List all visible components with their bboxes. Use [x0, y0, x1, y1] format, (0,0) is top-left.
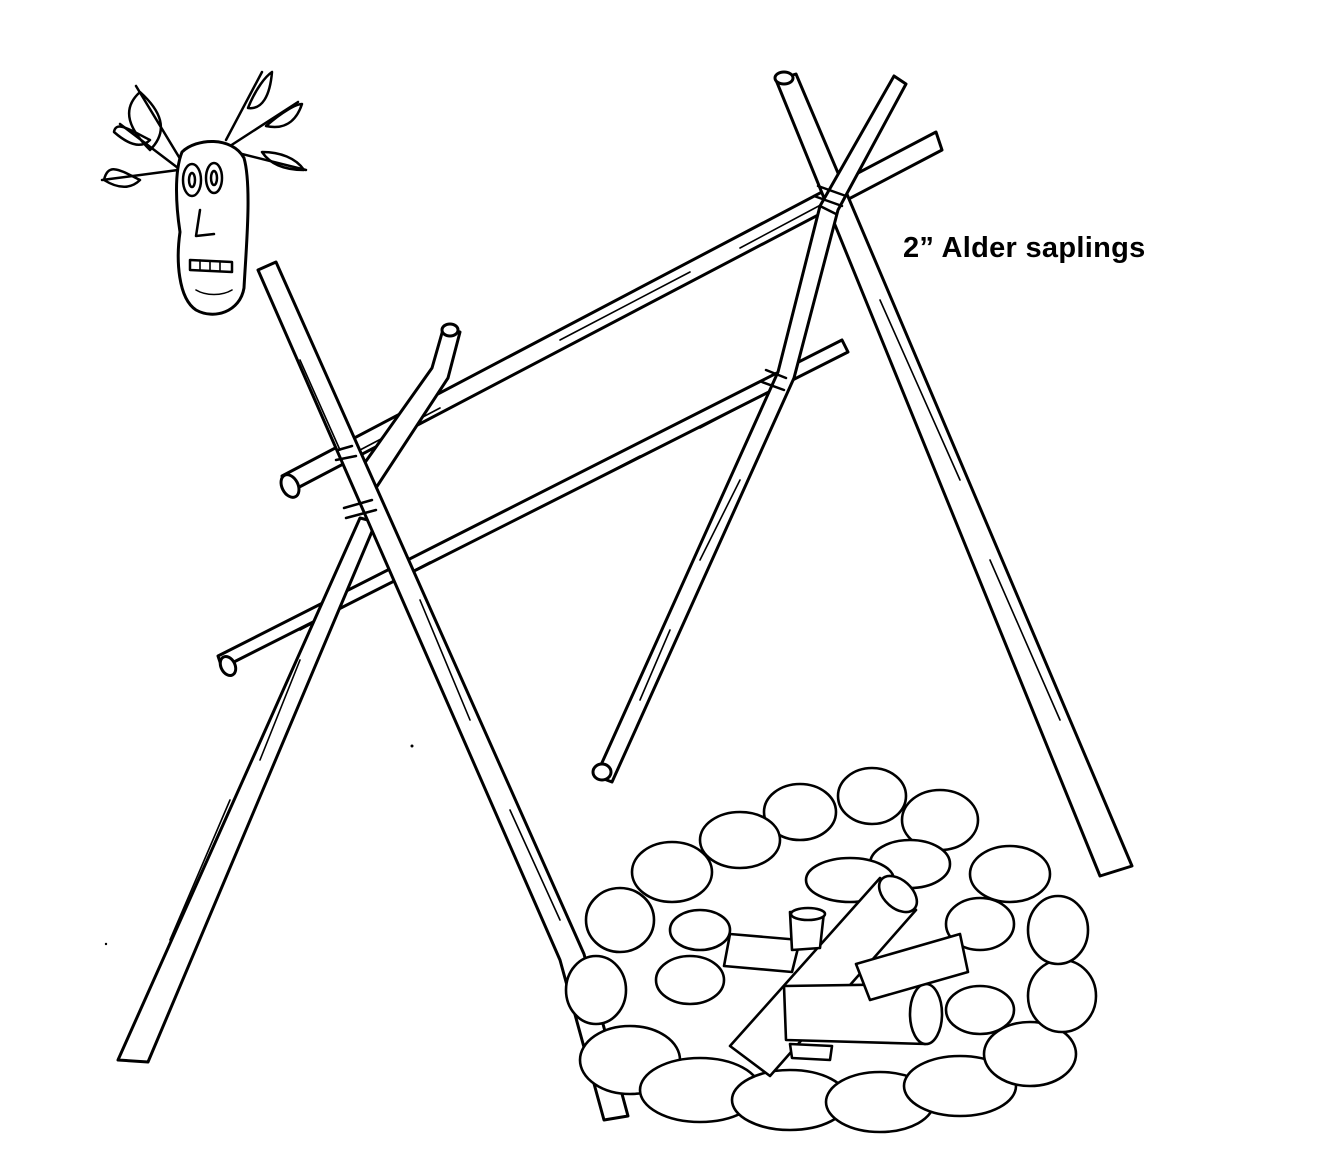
right-tripod — [591, 70, 1134, 878]
front-leg — [256, 260, 630, 1122]
left-back-leg — [116, 516, 378, 1064]
carved-face-totem — [100, 70, 308, 316]
fire-ring — [564, 766, 1098, 1134]
caption-label: 2” Alder saplings — [903, 232, 1146, 264]
firewood — [722, 874, 970, 1078]
